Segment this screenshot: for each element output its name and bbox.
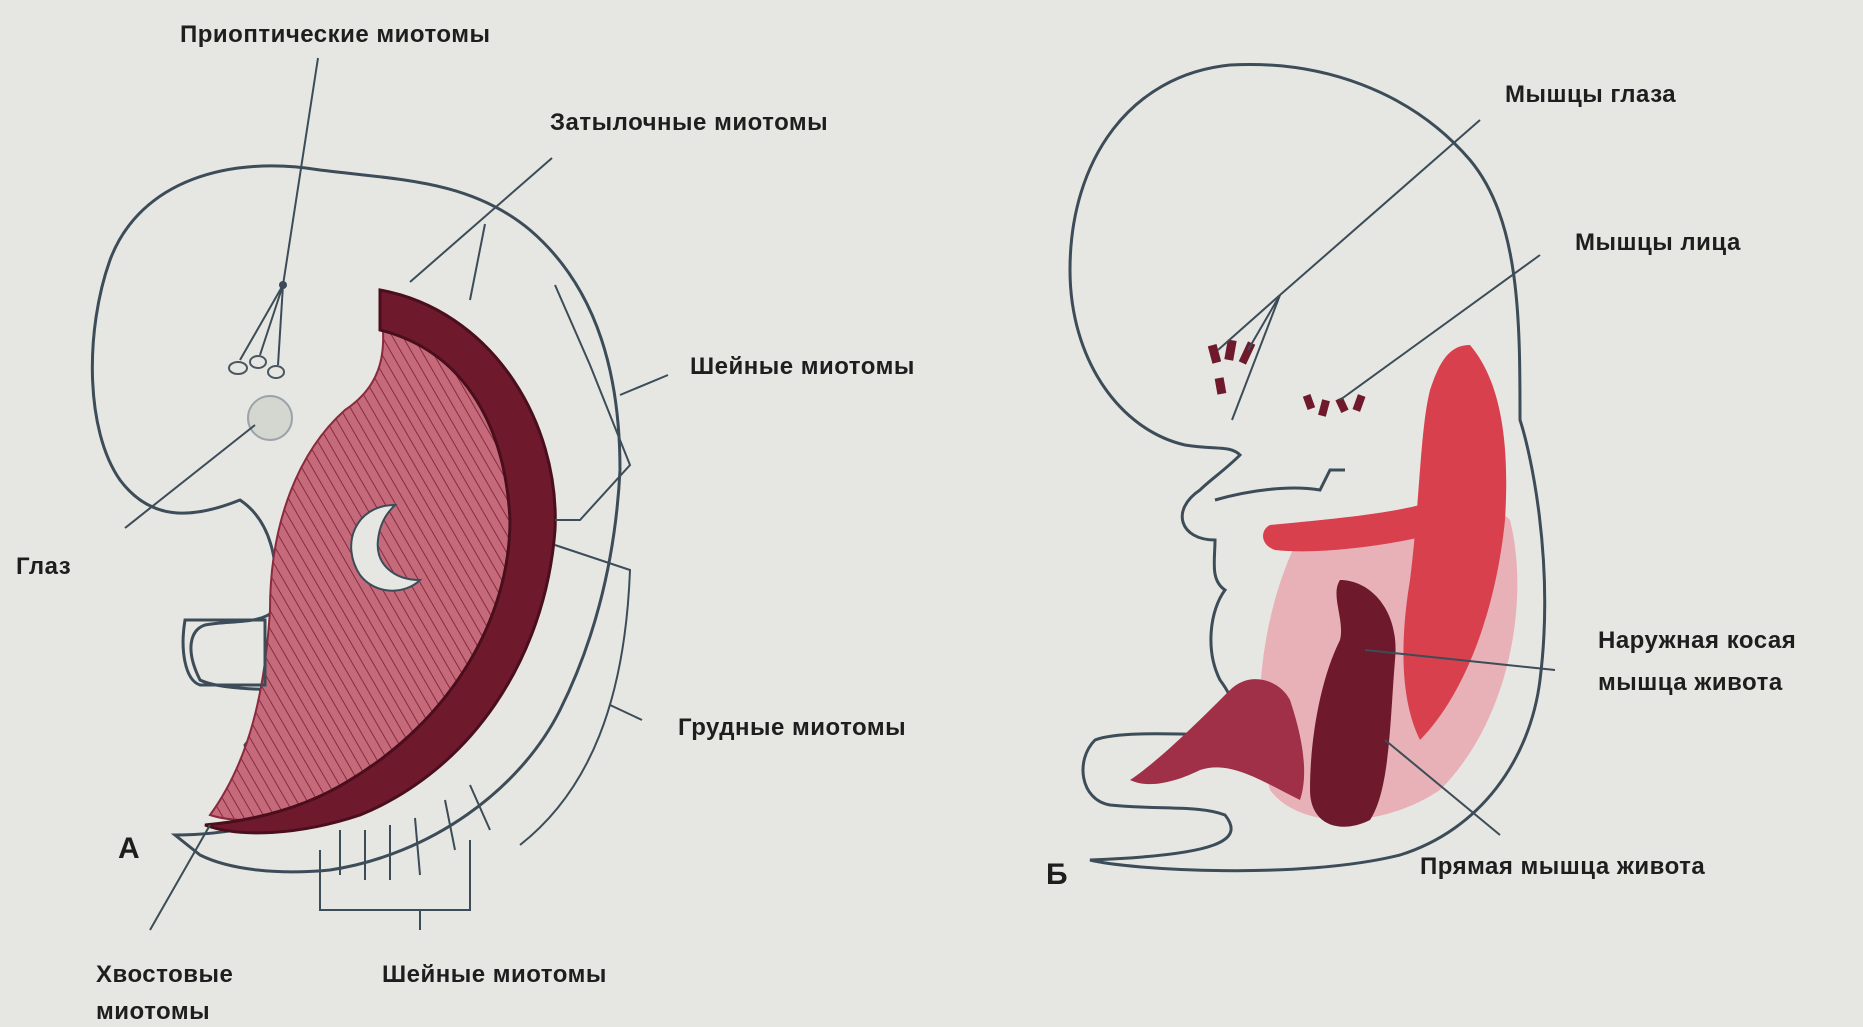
label-caudal-myotomes-line1: Хвостовые xyxy=(96,960,233,990)
leg-muscle xyxy=(1130,679,1304,800)
label-eye: Глаз xyxy=(16,552,71,582)
label-external-oblique-line1: Наружная косая xyxy=(1598,626,1796,656)
lumbar-bracket xyxy=(320,840,470,910)
label-occipital-myotomes: Затылочные миотомы xyxy=(550,108,828,138)
panel-a-letter: А xyxy=(118,830,140,868)
label-eye-muscles: Мышцы глаза xyxy=(1505,80,1676,110)
panel-a-embryo xyxy=(92,58,668,930)
label-cervical-myotomes-right: Шейные миотомы xyxy=(690,352,915,382)
panel-b-letter: Б xyxy=(1046,856,1068,894)
label-cervical-myotomes-bottom: Шейные миотомы xyxy=(382,960,607,990)
panel-b-embryo xyxy=(1070,64,1555,870)
label-preoptic-myotomes: Приоптические миотомы xyxy=(180,20,491,50)
label-thoracic-myotomes: Грудные миотомы xyxy=(678,713,906,743)
eye-a xyxy=(248,396,292,440)
eye-muscles-b xyxy=(1208,339,1255,394)
label-face-muscles: Мышцы лица xyxy=(1575,228,1741,258)
preoptic-myotomes xyxy=(229,281,287,378)
label-external-oblique-line2: мышца живота xyxy=(1598,668,1783,698)
upper-limb xyxy=(1215,470,1345,500)
face-muscles-b xyxy=(1303,394,1366,417)
label-rectus-abdominis: Прямая мышца живота xyxy=(1420,852,1705,882)
label-caudal-myotomes-line2: миотомы xyxy=(96,997,210,1027)
